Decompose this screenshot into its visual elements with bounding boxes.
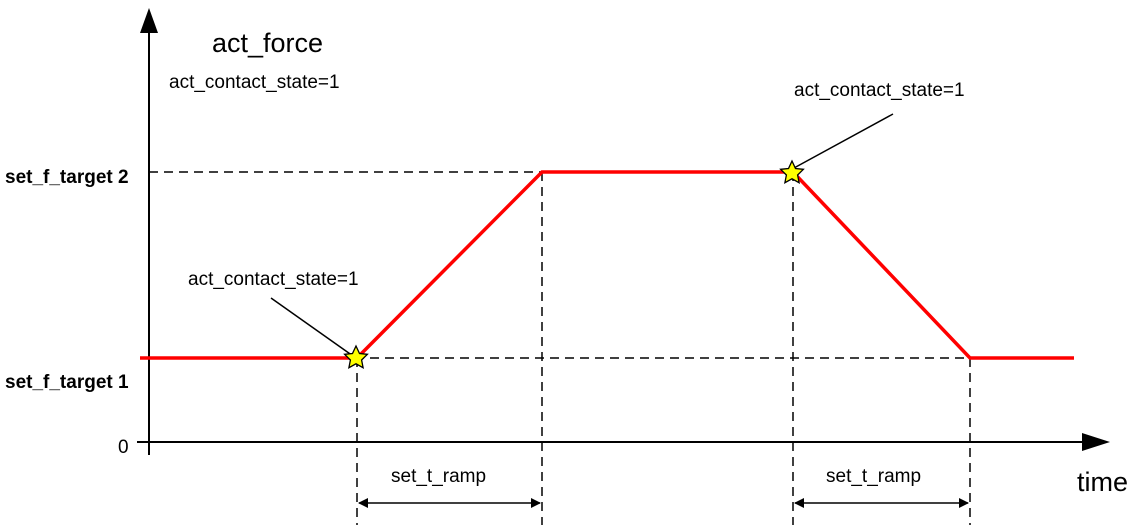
time-guides xyxy=(356,172,971,525)
contact2-star-icon xyxy=(779,159,805,184)
contact1-callout-line xyxy=(270,297,354,357)
contact1-star-icon xyxy=(343,344,369,369)
x-axis-title: time xyxy=(1077,467,1128,497)
top-left-annotation: act_contact_state=1 xyxy=(169,72,340,93)
contact2-annotation: act_contact_state=1 xyxy=(794,80,965,101)
origin-label: 0 xyxy=(118,437,129,458)
target2-label: set_f_target 2 xyxy=(5,167,129,188)
contact1-annotation: act_contact_state=1 xyxy=(188,269,359,290)
y-axis-arrowhead xyxy=(140,8,158,33)
x-axis-arrowhead xyxy=(1082,433,1110,451)
axes xyxy=(137,8,1110,455)
y-axis-title: act_force xyxy=(212,28,323,58)
contact2-callout-line xyxy=(793,113,894,169)
level-guides xyxy=(149,171,970,359)
target1-label: set_f_target 1 xyxy=(5,372,129,393)
ramp1-interval-label: set_t_ramp xyxy=(391,466,486,487)
force-profile-line xyxy=(140,170,1074,360)
ramp2-interval-label: set_t_ramp xyxy=(826,466,921,487)
